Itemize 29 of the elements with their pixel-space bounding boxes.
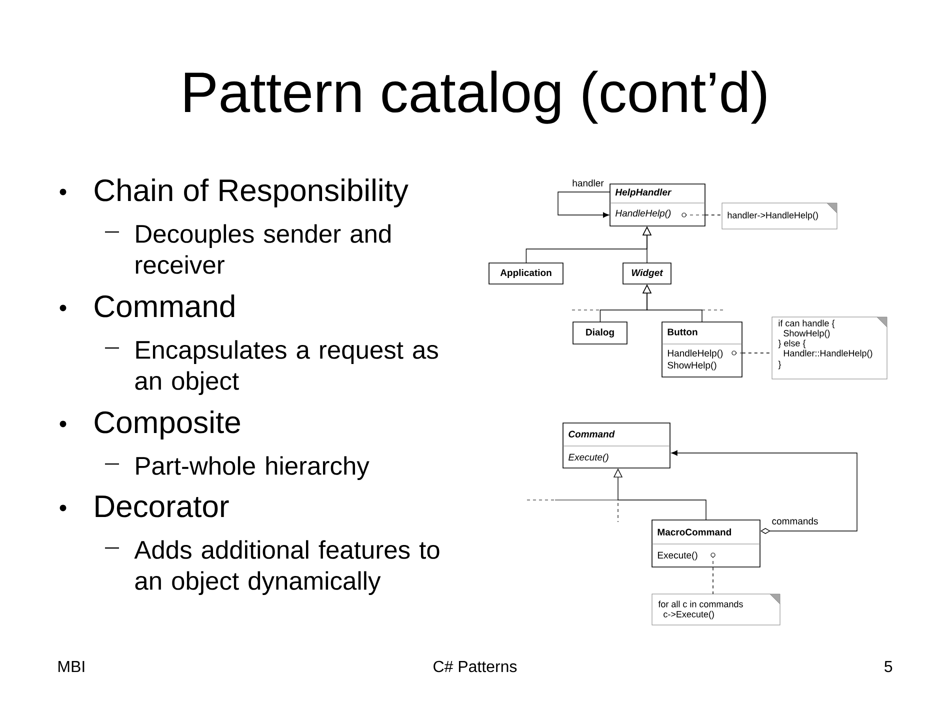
class-box: MacroCommand Execute() xyxy=(652,520,760,568)
edge-label: commands xyxy=(770,516,820,526)
bullet-text: Chain of Responsibility xyxy=(94,178,408,208)
class-box: HelpHandler HandleHelp() xyxy=(610,184,706,226)
note-connector xyxy=(705,214,722,216)
bullet-text: Adds additional features to an object dynamically xyxy=(134,540,440,595)
note-box: handler->HandleHelp() xyxy=(722,202,838,230)
bullet-text: Composite xyxy=(94,410,240,440)
class-box: Button HandleHelp() ShowHelp() xyxy=(662,322,742,378)
note-connector xyxy=(712,567,714,594)
page-number: 5 xyxy=(884,661,892,672)
bullet-text: Decorator xyxy=(96,496,229,518)
note-box: for all c in commands c->Execute() xyxy=(652,594,780,626)
slide-title: Pattern catalog (cont’d) xyxy=(185,70,766,124)
bullet-text: Decouples sender and receiver xyxy=(136,224,390,274)
class-box: Command Execute() xyxy=(562,422,670,468)
bullet-text: Command xyxy=(94,294,234,318)
class-box: Widget xyxy=(622,262,672,284)
bullet-text: Part-whole hierarchy xyxy=(136,456,370,480)
bullet-text: Encapsulates a request as an object xyxy=(135,340,438,395)
footer-text: MBI xyxy=(58,661,84,672)
note-connector xyxy=(742,352,772,354)
class-box: Dialog xyxy=(572,322,628,344)
aggregation-arrow xyxy=(671,450,858,534)
class-box: Application xyxy=(488,262,564,284)
self-association-arrow xyxy=(558,192,610,218)
note-box: if can handle { ShowHelp() } else { Handler::HandleHelp() } xyxy=(772,316,888,380)
edge-label: handler xyxy=(571,178,605,188)
footer-text: C# Patterns xyxy=(434,660,517,672)
